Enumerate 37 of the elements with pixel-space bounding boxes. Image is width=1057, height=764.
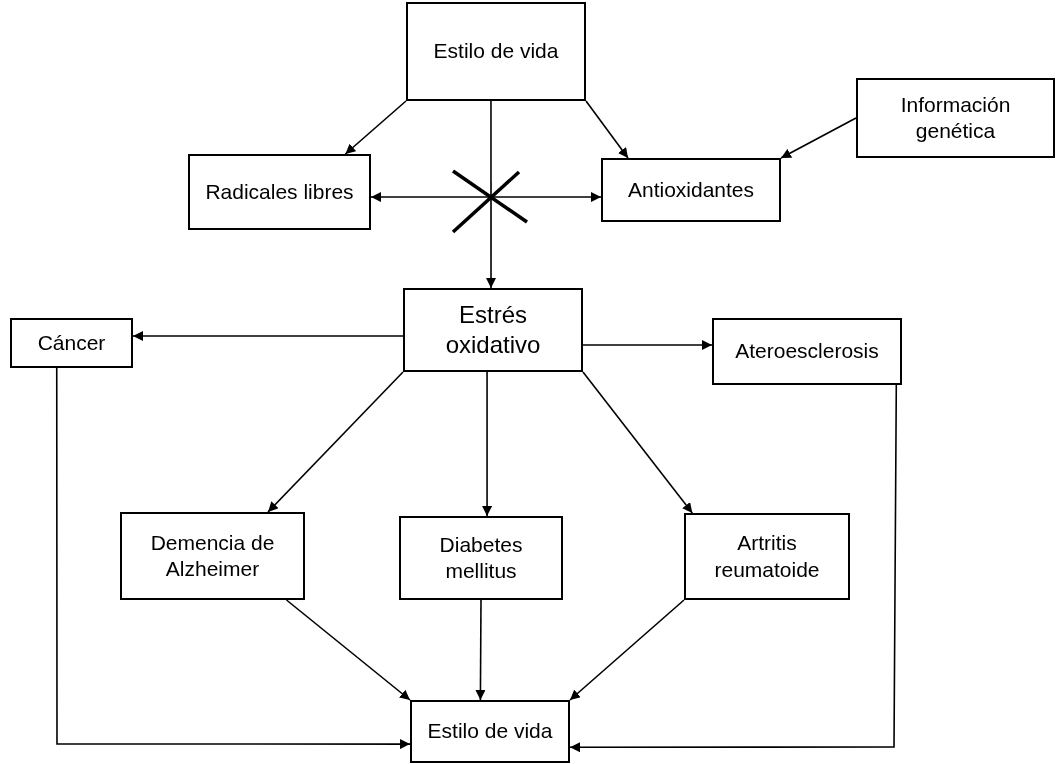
process-box [684,513,850,600]
process-box [403,288,583,372]
box-label: Estilo de vida [433,38,559,65]
process-box [406,2,586,101]
arrow [55,367,411,750]
arrow [285,599,411,701]
process-box [10,318,133,368]
process-box [410,700,570,763]
process-box [856,78,1055,158]
box-label: Estilo de vida [427,718,553,745]
arrow [482,371,493,517]
box-label: Ateroesclerosis [735,338,879,365]
box-label: Cáncer [37,329,106,356]
process-box [712,318,902,385]
process-box [601,158,781,222]
arrow [569,384,898,753]
box-label: Antioxidantes [627,176,755,203]
box-label: Estrés oxidativo [444,300,542,360]
process-box [399,516,563,600]
box-label: Diabetes mellitus [438,531,524,584]
arrow [475,599,486,701]
arrow [132,331,404,341]
arrow [344,100,407,155]
box-label: Información genética [899,91,1012,144]
box-label: Radicales libres [205,178,354,205]
box-label: Demencia de Alzheimer [149,529,276,582]
arrow [585,100,629,159]
box-label: Artritis reumatoide [713,530,821,583]
arrow [569,599,685,701]
process-box [188,154,371,230]
process-box [120,512,305,600]
arrow [370,192,602,203]
arrow [780,117,857,159]
arrow [486,100,496,289]
arrow [267,371,404,513]
arrow [582,371,694,514]
arrow [582,340,713,350]
